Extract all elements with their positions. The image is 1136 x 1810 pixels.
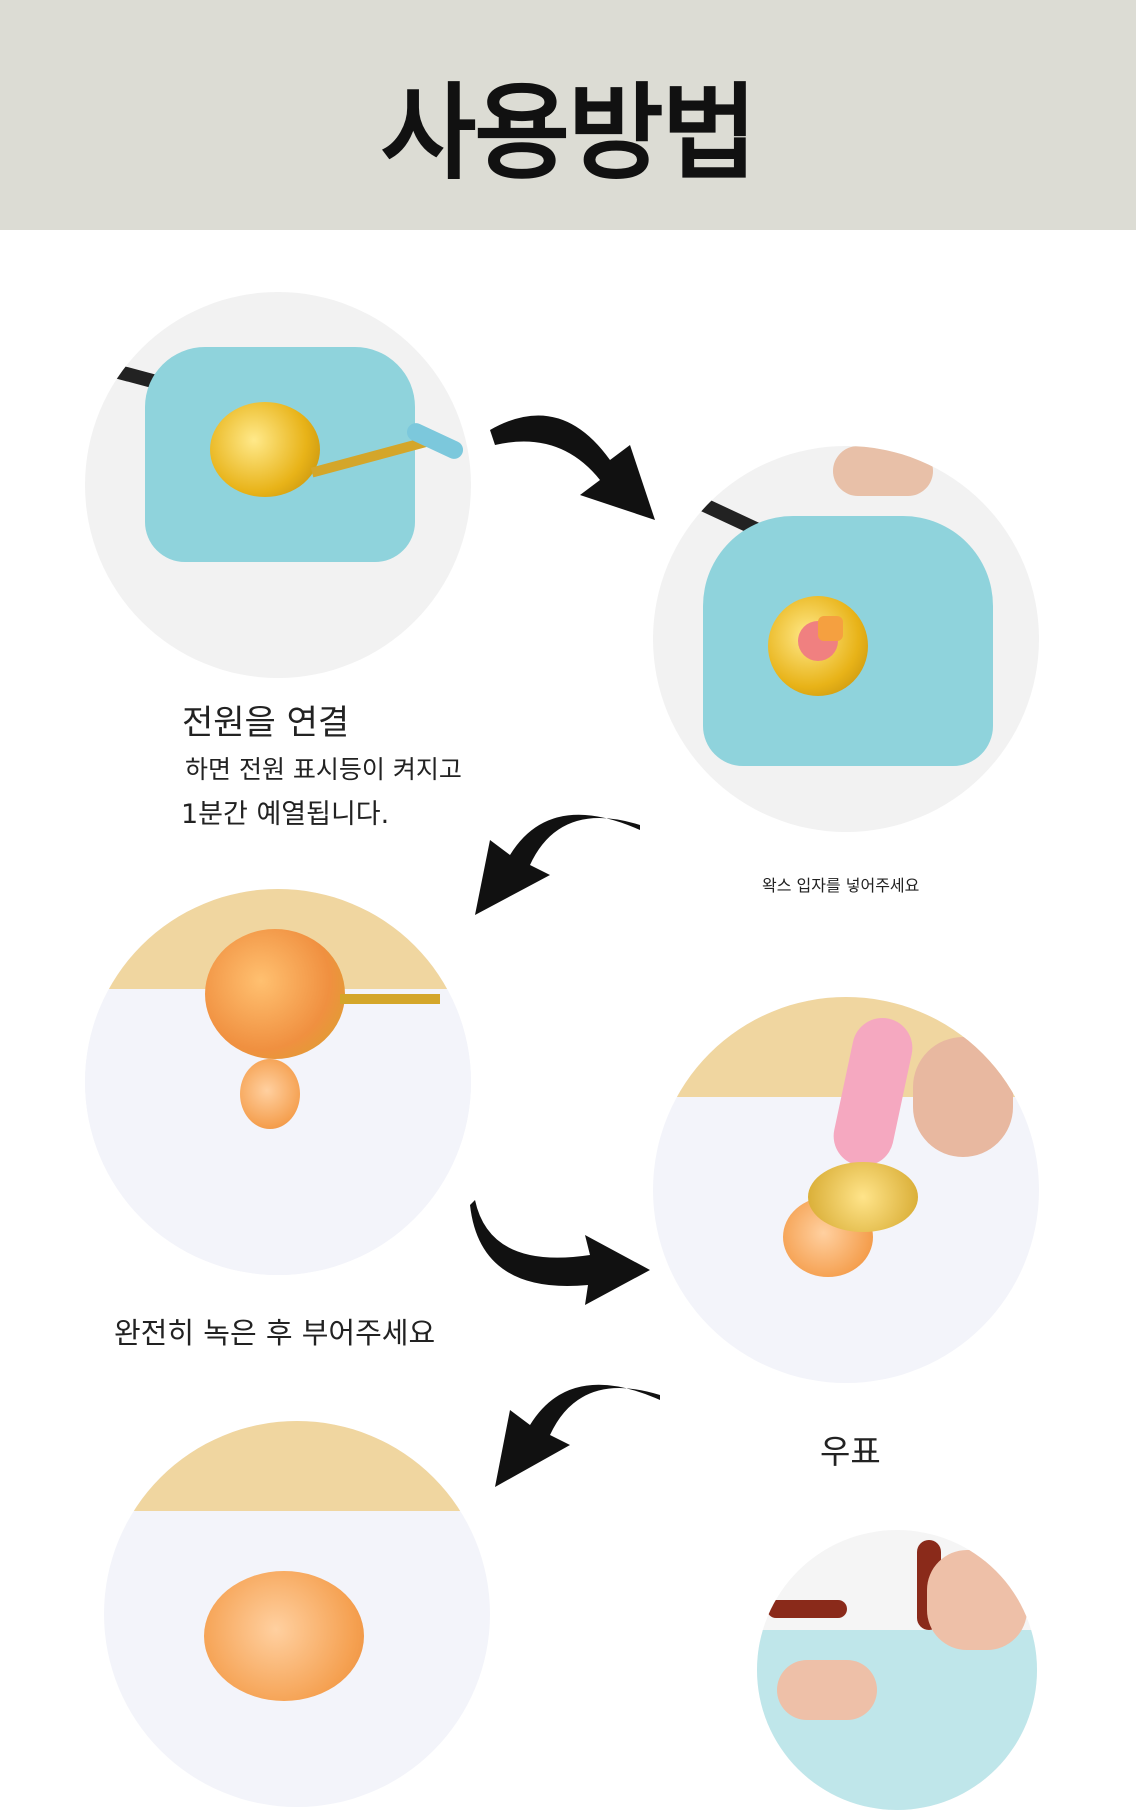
step2-image-add-wax-beads [653,446,1039,832]
step4-caption: 우표 [820,1432,881,1471]
header-banner: 사용방법 [0,0,1136,230]
curved-arrow-icon [495,1384,660,1487]
curved-arrow-icon [475,814,640,915]
step6-image-hands-stamping [757,1530,1037,1810]
step5-image-finished-seal [104,1421,490,1807]
step1-image-power-device [85,292,471,678]
step2-caption: 왁스 입자를 넣어주세요 [762,876,920,895]
page-title: 사용방법 [380,72,758,194]
step1-line3: 1분간 예열됩니다. [181,799,390,830]
curved-arrow-icon [490,415,655,520]
curved-arrow-icon [470,1200,650,1305]
step3-image-pour-wax [85,889,471,1275]
step1-title: 전원을 연결 [182,703,350,743]
step1-line2: 하면 전원 표시등이 켜지고 [185,755,462,784]
step3-caption: 완전히 녹은 후 부어주세요 [114,1316,436,1350]
step4-image-stamp [653,997,1039,1383]
